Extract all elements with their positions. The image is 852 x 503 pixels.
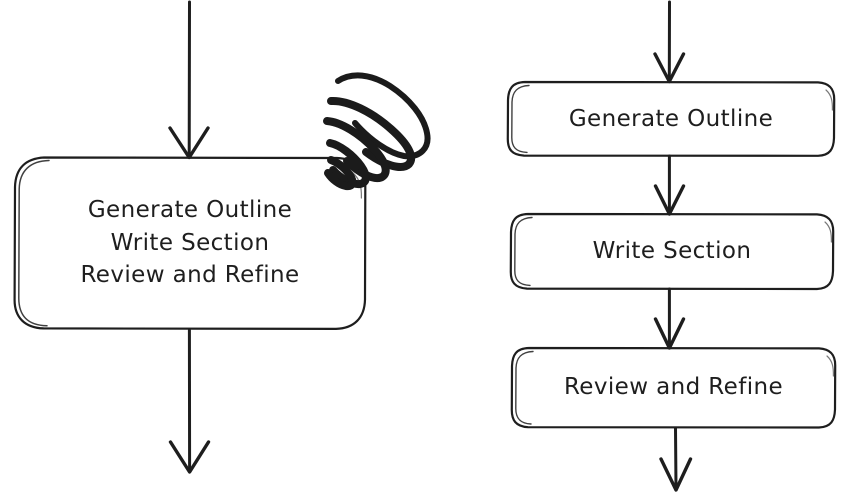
right-outgoing-arrow	[659, 426, 693, 492]
right-node-2-shape[interactable]	[509, 212, 835, 291]
right-connector-arrow-1-2	[653, 154, 686, 216]
merged-step-node[interactable]	[14, 157, 366, 329]
step-node-write-section[interactable]	[511, 214, 834, 289]
step-node-review-and-refine[interactable]	[512, 348, 836, 428]
left-incoming-arrow	[168, 0, 210, 160]
right-connector-arrow-2-3	[653, 287, 686, 350]
left-outgoing-arrow	[168, 328, 211, 474]
scribble-icon	[323, 72, 431, 191]
step-node-generate-outline[interactable]	[508, 82, 835, 156]
right-node-3-shape[interactable]	[510, 346, 837, 429]
right-node-1-shape[interactable]	[506, 80, 836, 157]
right-incoming-arrow	[653, 0, 686, 84]
